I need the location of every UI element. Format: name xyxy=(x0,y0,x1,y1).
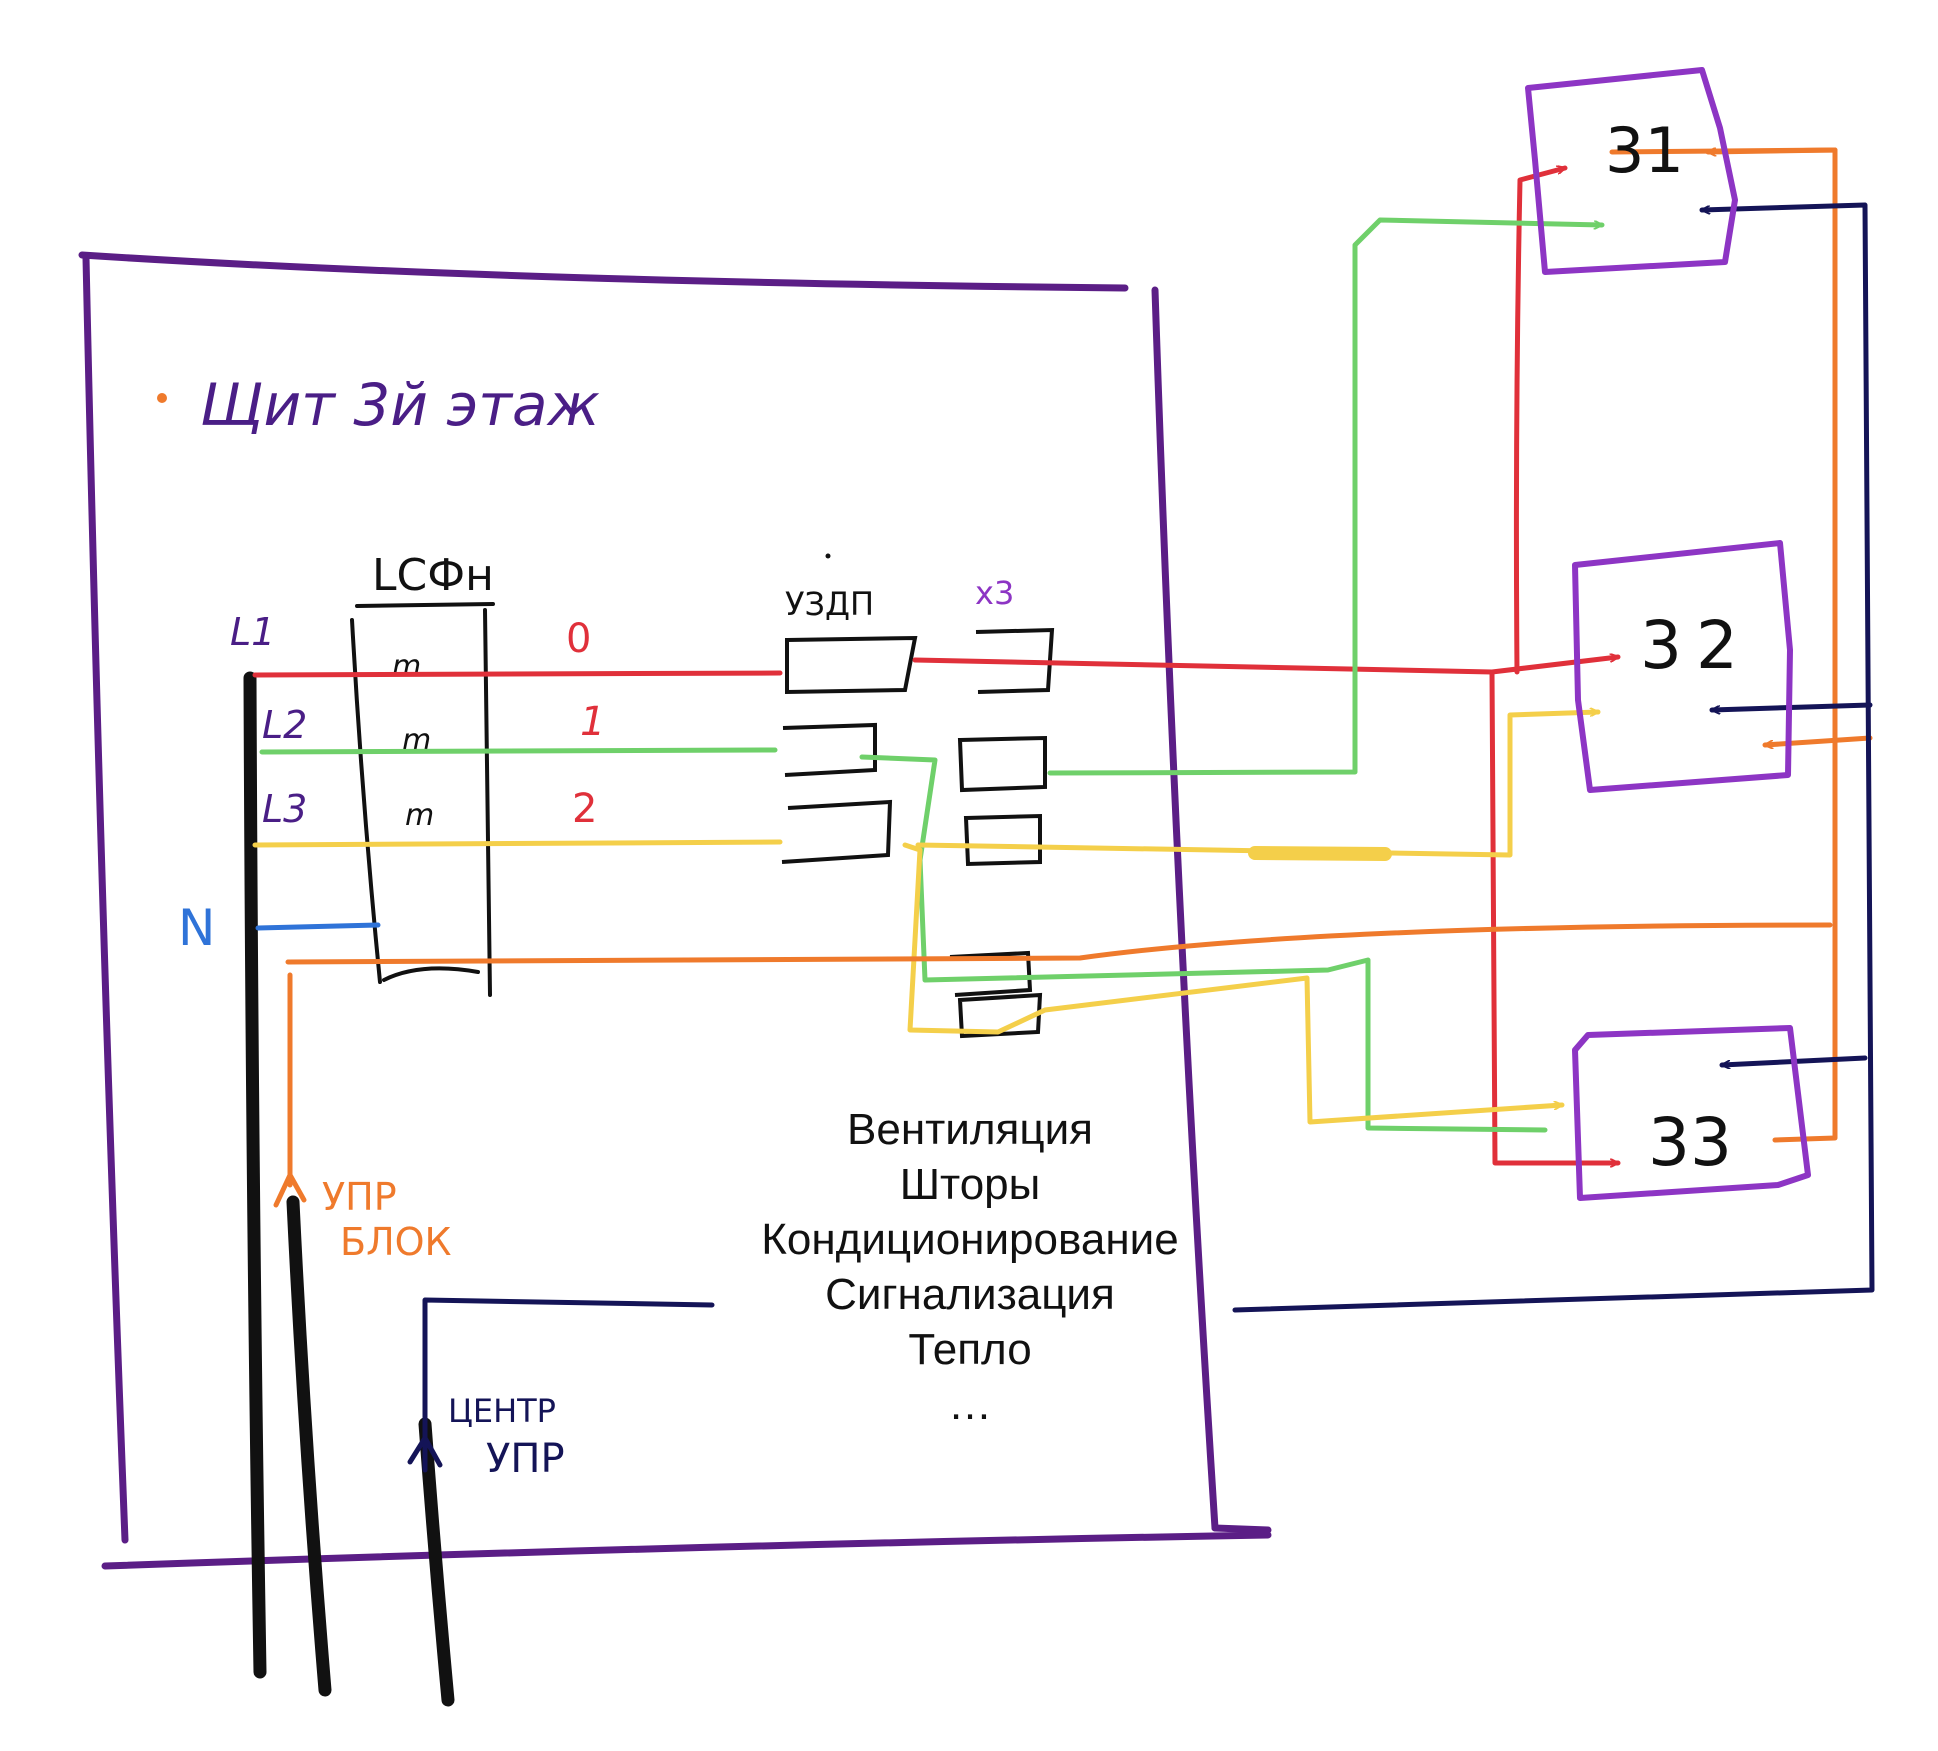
cabinet-left-edge xyxy=(82,254,129,1544)
rcd-modules xyxy=(781,635,918,864)
rcd-module-green xyxy=(782,722,877,777)
terminal-blocks xyxy=(949,627,1055,1039)
line-number-2: 2 xyxy=(572,786,597,832)
line-number-1: 1 xyxy=(580,699,605,745)
cabinet-top-edge xyxy=(78,251,1129,292)
breaker-pole-1: m xyxy=(392,649,421,684)
phase-label-l3: L3 xyxy=(262,787,307,831)
breaker-block xyxy=(350,602,495,997)
wire-green-l2 xyxy=(259,217,1605,1133)
room-32[interactable]: 32 xyxy=(1572,540,1793,793)
central-control-cable xyxy=(418,1417,455,1707)
rcd-label: УЗДП xyxy=(785,585,874,623)
cabinet-outline xyxy=(78,251,1272,1570)
phase-label-l1: L1 xyxy=(230,610,275,654)
system-air-conditioning: Кондиционирование xyxy=(761,1215,1179,1264)
wire-orange-control xyxy=(273,150,1873,1208)
room-33[interactable]: 33 xyxy=(1572,1025,1811,1201)
feed-cables xyxy=(243,671,455,1707)
phase-label-l2: L2 xyxy=(262,703,307,747)
terminal-green xyxy=(957,735,1047,793)
terminal-label: х3 xyxy=(975,574,1014,612)
control-block-label-line-2: БЛОК xyxy=(340,1220,452,1264)
breaker-pole-3: m xyxy=(405,798,434,833)
systems-list: Вентиляция Шторы Кондиционирование Сигна… xyxy=(700,1102,1240,1432)
central-control-label-line-1: ЦЕНТР xyxy=(448,1392,556,1430)
terminal-lower-2 xyxy=(957,992,1043,1039)
room-31[interactable]: 31 xyxy=(1525,67,1738,275)
terminal-yellow xyxy=(963,813,1042,867)
wire-yellow-l3 xyxy=(252,712,1601,1125)
system-ventilation: Вентиляция xyxy=(847,1105,1093,1154)
breaker-block-label: LCФн xyxy=(372,550,494,601)
cabinet-right-edge xyxy=(1151,286,1219,1532)
title-bullet xyxy=(157,393,167,403)
wire-blue-neutral xyxy=(255,922,381,931)
terminal-red xyxy=(975,627,1055,694)
line-number-0: 0 xyxy=(566,616,591,662)
rcd-module-yellow xyxy=(781,799,893,864)
floor-line xyxy=(101,1531,1272,1570)
terminal-lower-1 xyxy=(949,950,1033,997)
control-block-label-line-1: УПР xyxy=(322,1175,397,1219)
neutral-label: N xyxy=(178,899,215,957)
system-more: … xyxy=(948,1380,992,1429)
room-31-outline xyxy=(1525,67,1738,275)
cabinet-bottom-edge xyxy=(1211,1524,1272,1534)
rcd-module-red xyxy=(785,635,918,695)
system-curtains: Шторы xyxy=(899,1160,1041,1209)
cabinet-title: Щит 3й этаж xyxy=(200,371,600,439)
system-heating: Тепло xyxy=(908,1325,1032,1374)
room-31-label: 31 xyxy=(1605,114,1684,187)
room-32-outline xyxy=(1572,540,1793,793)
wire-red-l1 xyxy=(252,168,1621,1163)
main-feed-cable xyxy=(243,671,267,1679)
room-32-label: 32 xyxy=(1640,607,1752,684)
room-33-outline xyxy=(1572,1025,1811,1201)
control-feed-cable xyxy=(286,1195,332,1697)
room-33-label: 33 xyxy=(1648,1104,1732,1181)
central-control-label-line-2: УПР xyxy=(486,1436,565,1482)
system-alarm: Сигнализация xyxy=(825,1270,1115,1319)
